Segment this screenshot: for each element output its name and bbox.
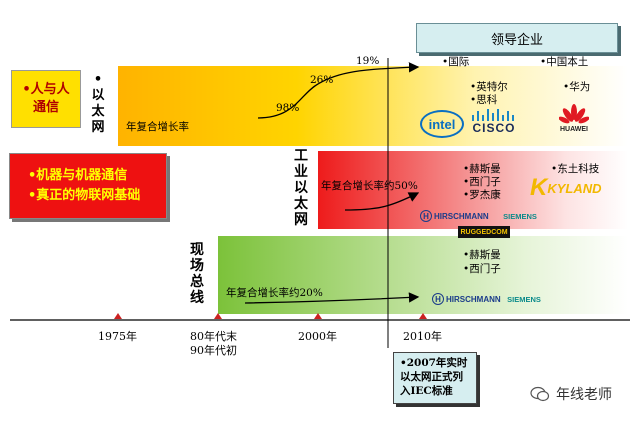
cisco-logo-text: CISCO: [472, 121, 516, 135]
hirschmann-h-icon: H: [420, 210, 432, 222]
huawei-logo: HUAWEI: [554, 98, 594, 138]
ethernet-cagr-label: 年复合增长率: [126, 121, 189, 133]
fieldbus-cagr-label: 年复合增长率约20%: [226, 287, 323, 299]
industrial-band: [318, 151, 628, 229]
milestone-19: 19%: [356, 55, 380, 67]
marker-2010: [419, 313, 427, 319]
company-intel: •英特尔: [470, 81, 508, 93]
iec-note-line1: •2007年实时: [400, 357, 468, 369]
company-hirschmann-2: •赫斯曼: [463, 249, 501, 261]
cisco-bars-icon: [472, 109, 514, 121]
h2h-line2: 通信: [32, 100, 59, 115]
company-kyland: •东土科技: [551, 163, 600, 175]
timeline-1975: 1975年: [98, 330, 137, 343]
industrial-growth-curve: [344, 192, 420, 211]
milestone-26: 26%: [310, 74, 334, 86]
kyland-k-icon: K: [530, 174, 548, 201]
hirschmann-logo-text: HIRSCHMANN: [434, 211, 489, 221]
iec-note-line2: 以太网正式列: [400, 371, 463, 383]
company-siemens-2: •西门子: [463, 263, 501, 275]
intel-logo: intel: [420, 110, 464, 138]
m2m-line2: •真正的物联网基础: [28, 188, 141, 203]
intel-logo-text: intel: [428, 116, 456, 132]
ethernet-label: •以太网: [91, 72, 105, 135]
marker-1975: [114, 313, 122, 319]
fieldbus-label: 现场总线: [190, 242, 204, 306]
fieldbus-growth-curve: [244, 292, 420, 304]
leading-companies-label: 领导企业: [490, 32, 543, 48]
hirschmann-logo-2: H HIRSCHMANN: [432, 291, 510, 307]
china-heading: •中国本土: [540, 56, 589, 68]
marker-80s: [214, 313, 222, 319]
watermark-text: 年线老师: [556, 387, 612, 403]
timeline-80s-line2: 90年代初: [190, 344, 237, 357]
company-hirschmann: •赫斯曼: [463, 163, 501, 175]
leading-companies-header: 领导企业: [416, 23, 618, 53]
company-ruggedcom: •罗杰康: [463, 189, 501, 201]
ethernet-growth-curve: [257, 62, 420, 119]
timeline-80s-line1: 80年代末: [190, 330, 237, 343]
company-cisco: •思科: [470, 94, 498, 106]
m2m-line1: •机器与机器通信: [28, 168, 128, 183]
intl-heading: •国际: [442, 56, 470, 68]
huawei-logo-text: HUAWEI: [560, 125, 588, 133]
company-huawei: •华为: [563, 81, 591, 93]
industrial-ethernet-label: 工业以太网: [294, 148, 308, 228]
watermark: 年线老师: [530, 383, 612, 405]
timeline-2000: 2000年: [298, 330, 337, 343]
iec-note-line3: 入IEC标准: [400, 385, 453, 397]
siemens-logo-2: SIEMENS: [504, 291, 544, 307]
hirschmann-h-icon-2: H: [432, 293, 444, 305]
h2h-box: •人与人 通信: [11, 70, 81, 128]
kyland-logo-text: KYLAND: [547, 180, 602, 196]
h2h-line1: •人与人: [22, 82, 70, 97]
m2m-box: •机器与机器通信 •真正的物联网基础: [9, 153, 167, 219]
marker-2000: [314, 313, 322, 319]
kyland-logo: K KYLAND: [530, 172, 620, 204]
ruggedcom-logo-text: RUGGEDCOM: [460, 228, 508, 236]
siemens-logo-text-2: SIEMENS: [507, 294, 541, 304]
timeline-2010: 2010年: [403, 330, 442, 343]
fieldbus-band: [218, 236, 628, 314]
ethernet-band: [118, 66, 628, 146]
hirschmann-logo: H HIRSCHMANN: [420, 208, 498, 224]
milestone-98: 98%: [276, 102, 300, 114]
wechat-icon: [530, 386, 550, 402]
company-siemens: •西门子: [463, 176, 501, 188]
cisco-logo: CISCO: [469, 106, 519, 138]
siemens-logo: SIEMENS: [500, 208, 540, 224]
siemens-logo-text: SIEMENS: [503, 211, 537, 221]
hirschmann-logo-text-2: HIRSCHMANN: [446, 294, 501, 304]
iec-note-box: •2007年实时 以太网正式列 入IEC标准: [393, 352, 477, 404]
ruggedcom-logo: RUGGEDCOM: [458, 226, 510, 238]
industrial-cagr-label: 年复合增长率约50%: [321, 180, 418, 192]
huawei-petals-icon: [559, 103, 589, 123]
